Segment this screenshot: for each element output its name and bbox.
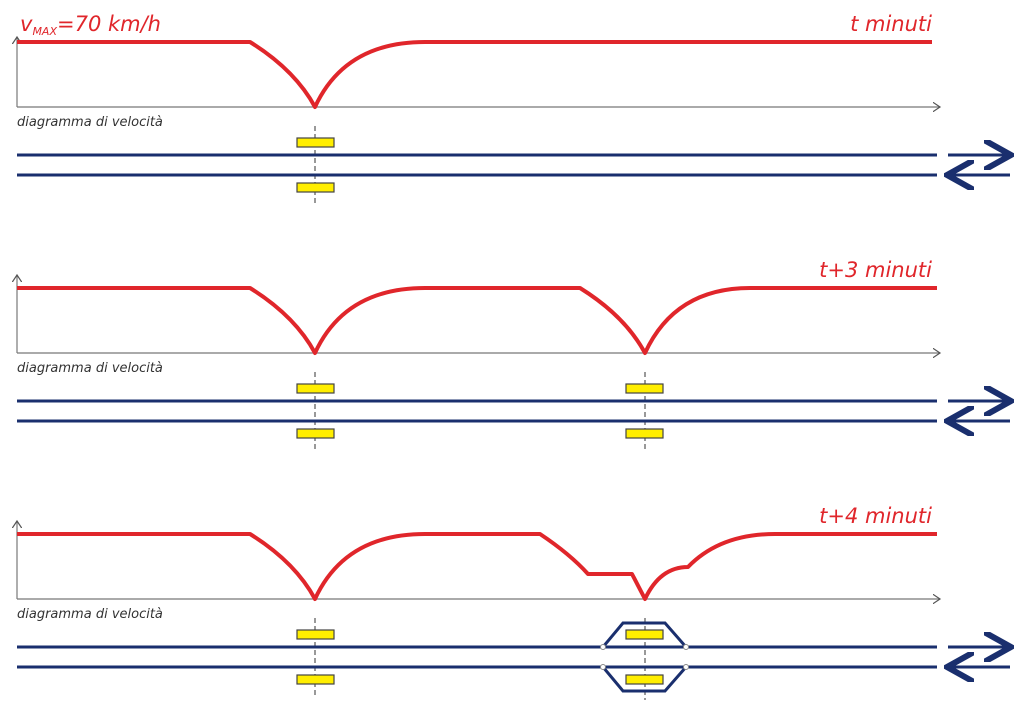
switch-point: [600, 664, 606, 670]
platform: [296, 383, 335, 394]
speed-curve: [17, 532, 937, 601]
siding-down: [601, 666, 688, 693]
platform: [296, 629, 335, 640]
switch-point: [600, 644, 606, 650]
speed-curve: [17, 286, 937, 355]
panel-t-plus-4: t+4 minuti diagramma di velocità: [17, 504, 1010, 700]
platform: [625, 428, 664, 439]
platform: [625, 629, 664, 640]
platform: [296, 137, 335, 148]
speed-curve: [17, 40, 932, 109]
panel-t: t minuti diagramma di velocità: [17, 12, 1010, 205]
platform: [296, 428, 335, 439]
time-label: t+4 minuti: [819, 504, 932, 528]
switch-point: [683, 664, 689, 670]
time-label: t minuti: [850, 12, 932, 36]
switch-point: [683, 644, 689, 650]
caption: diagramma di velocità: [17, 115, 163, 130]
platform: [625, 674, 664, 685]
vmax-label: vMAX=70 km/h: [20, 12, 161, 38]
platform: [625, 383, 664, 394]
platform: [296, 674, 335, 685]
caption: diagramma di velocità: [17, 361, 163, 376]
siding-up: [601, 621, 688, 648]
time-label: t+3 minuti: [819, 258, 932, 282]
panel-t-plus-3: t+3 minuti diagramma di velocità: [17, 258, 1010, 451]
platform: [296, 182, 335, 193]
caption: diagramma di velocità: [17, 607, 163, 622]
